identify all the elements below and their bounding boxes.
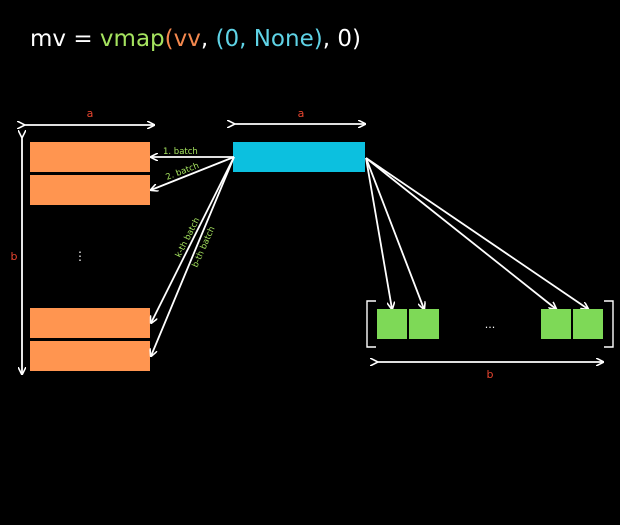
- dimension-a-left-label: a: [87, 107, 94, 120]
- dimension-a-top-label: a: [298, 107, 305, 120]
- equation-out-axis: 0: [337, 26, 352, 52]
- matrix-row-2: [30, 175, 150, 205]
- equation-comma-2: ,: [322, 26, 338, 52]
- equation-arg-vv: vv: [173, 26, 201, 52]
- matrix-row-b: [30, 341, 150, 371]
- vector-vv: [233, 142, 365, 172]
- matrix-row-k: [30, 308, 150, 338]
- equation-in-axes: (0, None): [215, 26, 323, 52]
- arrow-batch-2: [151, 156, 235, 190]
- output-element-1: [377, 309, 407, 339]
- dimension-b-bottom-label: b: [487, 368, 494, 381]
- equation-close-paren: ): [351, 26, 361, 52]
- arrow-output-1: [365, 157, 392, 309]
- output-ellipsis: ...: [485, 318, 496, 331]
- arrow-batch-b: [151, 156, 235, 356]
- arrow-output-k: [365, 157, 556, 309]
- dimension-b-left-label: b: [11, 250, 18, 263]
- batch-label-1: 1. batch: [163, 147, 198, 157]
- equation-open-paren: (: [164, 26, 174, 52]
- matrix-ellipsis: ⋮: [74, 249, 86, 263]
- output-element-2: [409, 309, 439, 339]
- batch-label-2: 2. batch: [164, 161, 200, 183]
- equation-vmap: vmap: [99, 26, 165, 52]
- output-left-bracket: [366, 300, 376, 348]
- output-right-bracket: [604, 300, 614, 348]
- arrow-batch-k: [151, 156, 235, 323]
- output-element-k: [541, 309, 571, 339]
- arrow-output-b: [365, 157, 588, 309]
- equation-title: mv = vmap(vv, (0, None), 0): [30, 26, 361, 52]
- output-element-b: [573, 309, 603, 339]
- equation-lhs: mv =: [30, 26, 100, 52]
- arrow-output-2: [365, 157, 424, 309]
- equation-comma-1: ,: [200, 26, 216, 52]
- matrix-row-1: [30, 142, 150, 172]
